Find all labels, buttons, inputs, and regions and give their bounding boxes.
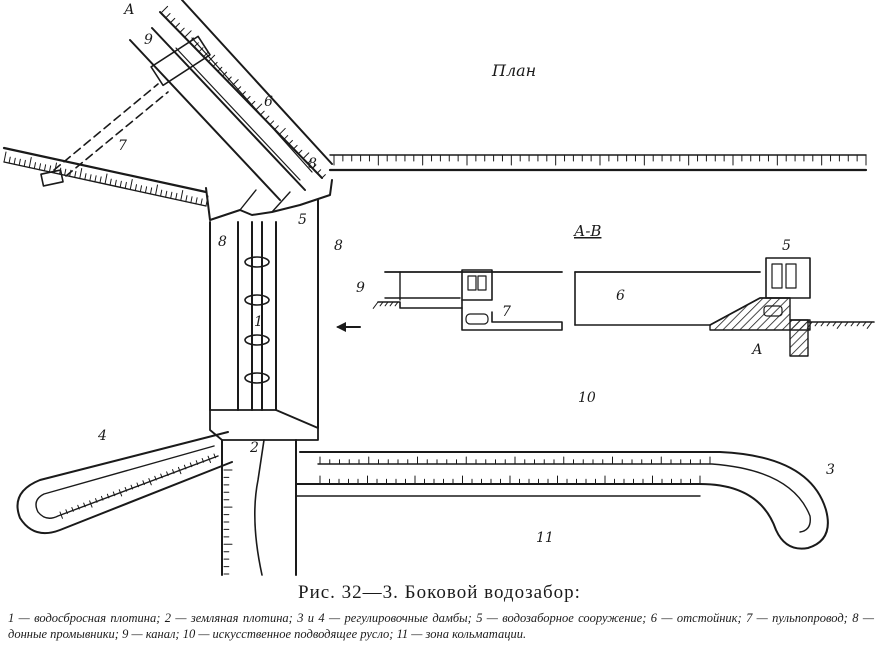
legend-item: 8 — донные промывники; (8, 611, 874, 641)
legend-item: 11 — зона кольматации. (396, 627, 527, 641)
legend-item: 7 — пульпопровод; (746, 611, 853, 625)
settling-basin (129, 0, 333, 201)
label-5-plan: 5 (298, 212, 307, 228)
label-5-section: 5 (782, 238, 791, 254)
legend-item: 2 — земляная плотина; (164, 611, 298, 625)
left-bank (2, 146, 209, 207)
diagram: План А-В 1 2 3 4 5 5 6 6 7 7 8 8 8 9 9 1… (2, 0, 875, 576)
label-8-left: 8 (218, 234, 227, 250)
label-10: 10 (578, 390, 596, 406)
plan-title: План (491, 61, 536, 80)
label-9-plan: 9 (144, 32, 153, 48)
label-1: 1 (254, 314, 263, 330)
label-8-top: 8 (308, 156, 317, 172)
legend-item: 9 — канал; (122, 627, 183, 641)
legend-item: 1 — водосбросная плотина; (8, 611, 165, 625)
plan-labels: План А-В 1 2 3 4 5 5 6 6 7 7 8 8 8 9 9 1… (97, 2, 835, 546)
section-a-b (372, 257, 875, 357)
label-8-right: 8 (334, 238, 343, 254)
label-11: 11 (536, 530, 554, 546)
right-bank (328, 154, 868, 172)
label-6-section: 6 (616, 288, 625, 304)
legend-item: 6 — отстойник; (650, 611, 747, 625)
label-7-plan: 7 (118, 138, 127, 154)
figure-legend: 1 — водосбросная плотина; 2 — земляная п… (8, 610, 874, 642)
earth-dam (221, 439, 297, 576)
label-6-plan: 6 (264, 94, 273, 110)
slurry-pipe (40, 83, 169, 187)
legend-item: 10 — искусственное подводящее русло; (182, 627, 397, 641)
legend-item: 3 и 4 — регулировочные дамбы; (297, 611, 477, 625)
figure-caption: Рис. 32—3. Боковой водозабор: (298, 582, 581, 603)
label-3: 3 (826, 462, 835, 478)
section-title: А-В (573, 222, 601, 240)
label-9-section: 9 (356, 280, 365, 296)
flow-arrow (336, 322, 361, 332)
label-a-top: А (123, 2, 135, 18)
spillway-dam (209, 199, 319, 441)
guide-dam-left (16, 431, 233, 534)
guide-dam-right (295, 451, 829, 550)
label-a-section: А (751, 342, 763, 358)
label-7-section: 7 (502, 304, 511, 320)
intake-structure (205, 179, 333, 221)
label-4: 4 (97, 428, 107, 444)
label-2: 2 (249, 440, 259, 456)
legend-item: 5 — водозаборное сооружение; (476, 611, 651, 625)
